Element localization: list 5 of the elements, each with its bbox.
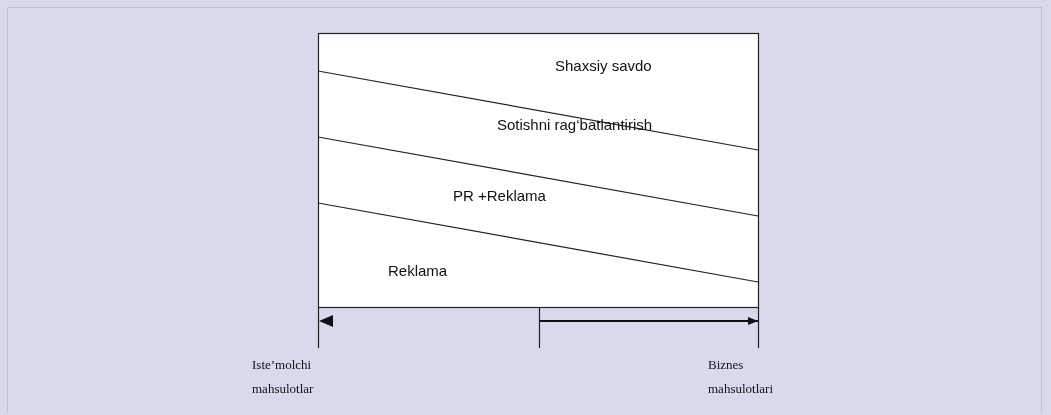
- band-label: Shaxsiy savdo: [555, 57, 652, 74]
- axis-end-label: Biznes mahsulotlari: [708, 356, 774, 398]
- band-label: Reklama: [388, 262, 448, 279]
- band-label: PR +Reklama: [453, 187, 546, 204]
- axis-end-label: Iste’molchi mahsulotlar: [252, 356, 315, 398]
